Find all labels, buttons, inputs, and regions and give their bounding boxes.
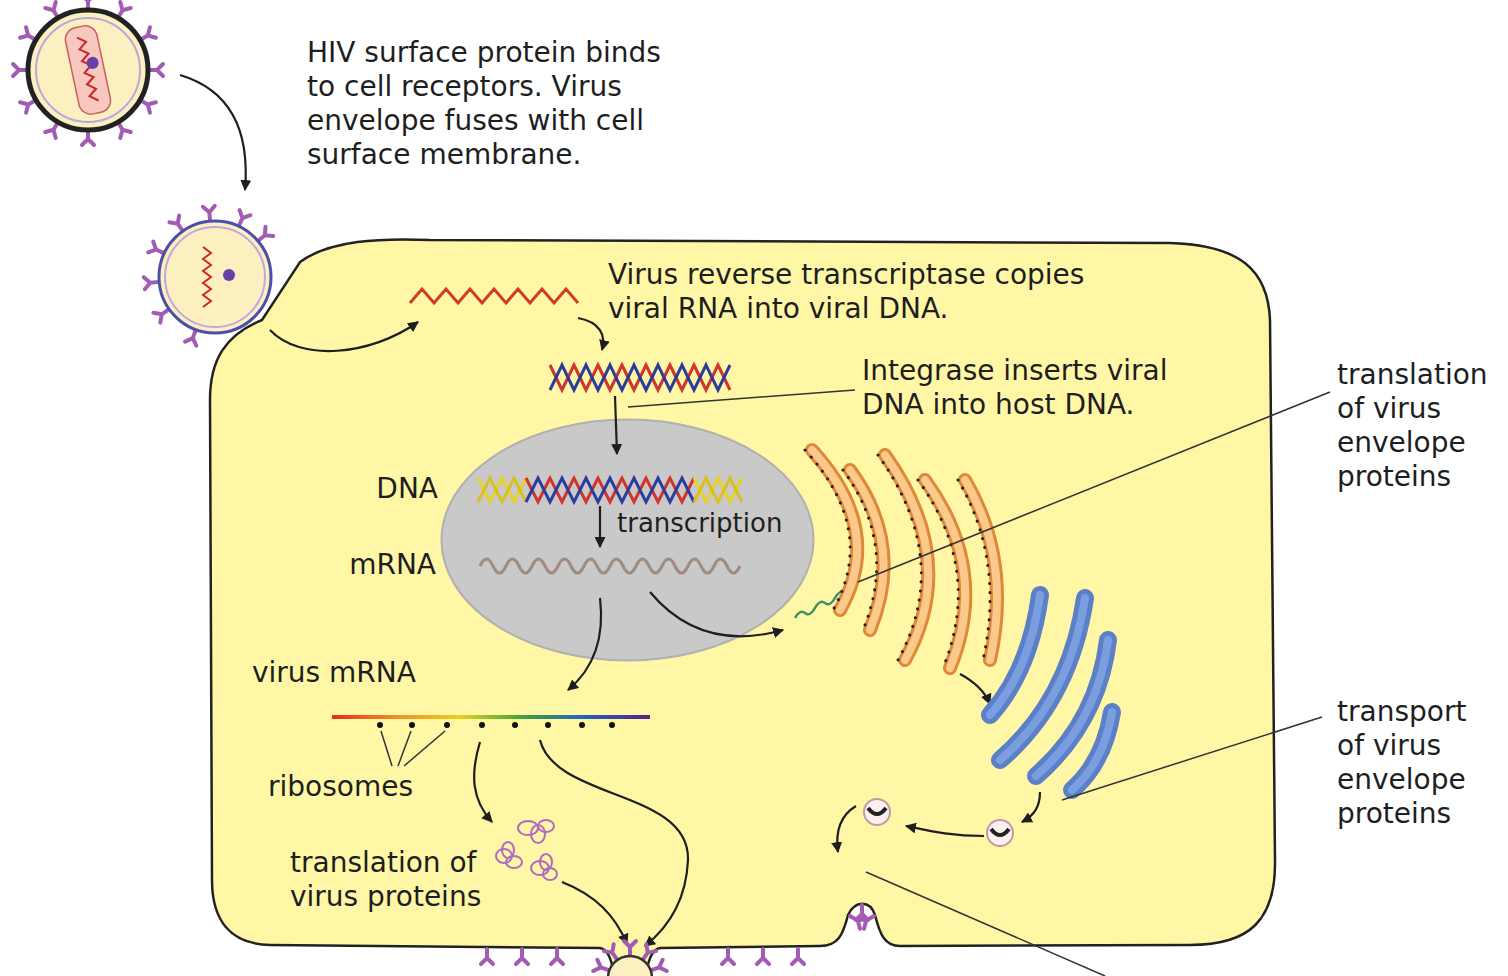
structure-label: ribosomes — [268, 770, 413, 804]
callout-label: transport of virus envelope proteins — [1337, 695, 1497, 831]
text-slot: Virus reverse transcriptase copies viral… — [608, 258, 1108, 326]
leader-line — [1062, 717, 1322, 800]
cell-membrane — [210, 239, 1275, 976]
step-arrow — [837, 806, 856, 852]
leader-line — [381, 731, 445, 766]
structure-label: virus mRNA — [252, 656, 416, 690]
step-arrow — [562, 882, 627, 944]
step-arrow — [906, 826, 984, 836]
ribosome — [377, 722, 615, 728]
hiv-virion — [13, 0, 163, 145]
viral-rna — [410, 289, 578, 303]
step-note: Virus reverse transcriptase copies viral… — [608, 258, 1108, 326]
text-slot: virus mRNA — [252, 656, 462, 690]
nucleus: transcription — [440, 418, 815, 662]
transport-vesicle — [864, 799, 1013, 846]
structure-label: DNA — [376, 472, 438, 506]
step-arrow — [599, 506, 601, 547]
host-cell: Virus reverse transcriptase copies viral… — [200, 230, 1290, 976]
text-slot: translation of virus envelope proteins — [1337, 358, 1497, 494]
leader-line — [628, 390, 855, 407]
step-note: Integrase inserts viral DNA into host DN… — [862, 354, 1222, 422]
endoplasmic-reticulum — [805, 450, 997, 668]
host-dna — [478, 478, 742, 502]
mrna-strand — [480, 559, 740, 573]
golgi-apparatus — [990, 595, 1112, 790]
budding-virion — [593, 941, 667, 976]
text-slot: Integrase inserts viral DNA into host DN… — [862, 354, 1222, 422]
process-label: transcription — [617, 508, 782, 539]
fusing-virion — [144, 206, 273, 346]
viral-dna — [550, 365, 730, 390]
text-slot: translation of virus proteins — [290, 846, 530, 914]
virus-mrna-strand — [332, 715, 650, 719]
step-arrow — [474, 742, 492, 822]
structure-label: mRNA — [349, 548, 436, 582]
step-arrow — [270, 322, 418, 351]
callout-label: translation of virus envelope proteins — [1337, 358, 1497, 494]
step-arrow — [540, 740, 688, 946]
text-slot: DNA — [366, 472, 438, 506]
text-slot: HIV surface protein binds to cell recept… — [307, 36, 692, 172]
nuclear-envelope — [442, 420, 814, 661]
text-slot: transcription — [617, 508, 847, 539]
step-note: HIV surface protein binds to cell recept… — [307, 36, 692, 172]
step-arrow — [650, 592, 783, 636]
leader-line — [858, 392, 1330, 582]
step-arrow — [960, 674, 990, 704]
text-slot: transport of virus envelope proteins — [1337, 695, 1497, 831]
text-slot: ribosomes — [268, 770, 458, 804]
step-arrow — [180, 75, 246, 190]
step-note: translation of virus proteins — [290, 846, 530, 914]
leader-line — [866, 872, 1105, 976]
nucleus-outline — [440, 418, 815, 662]
virus-protein — [496, 820, 557, 880]
step-arrow — [568, 598, 601, 690]
step-arrow — [615, 396, 617, 454]
step-arrow — [578, 318, 603, 350]
membrane-spike — [481, 905, 877, 964]
step-arrow — [1022, 792, 1040, 822]
text-slot: mRNA — [336, 548, 436, 582]
